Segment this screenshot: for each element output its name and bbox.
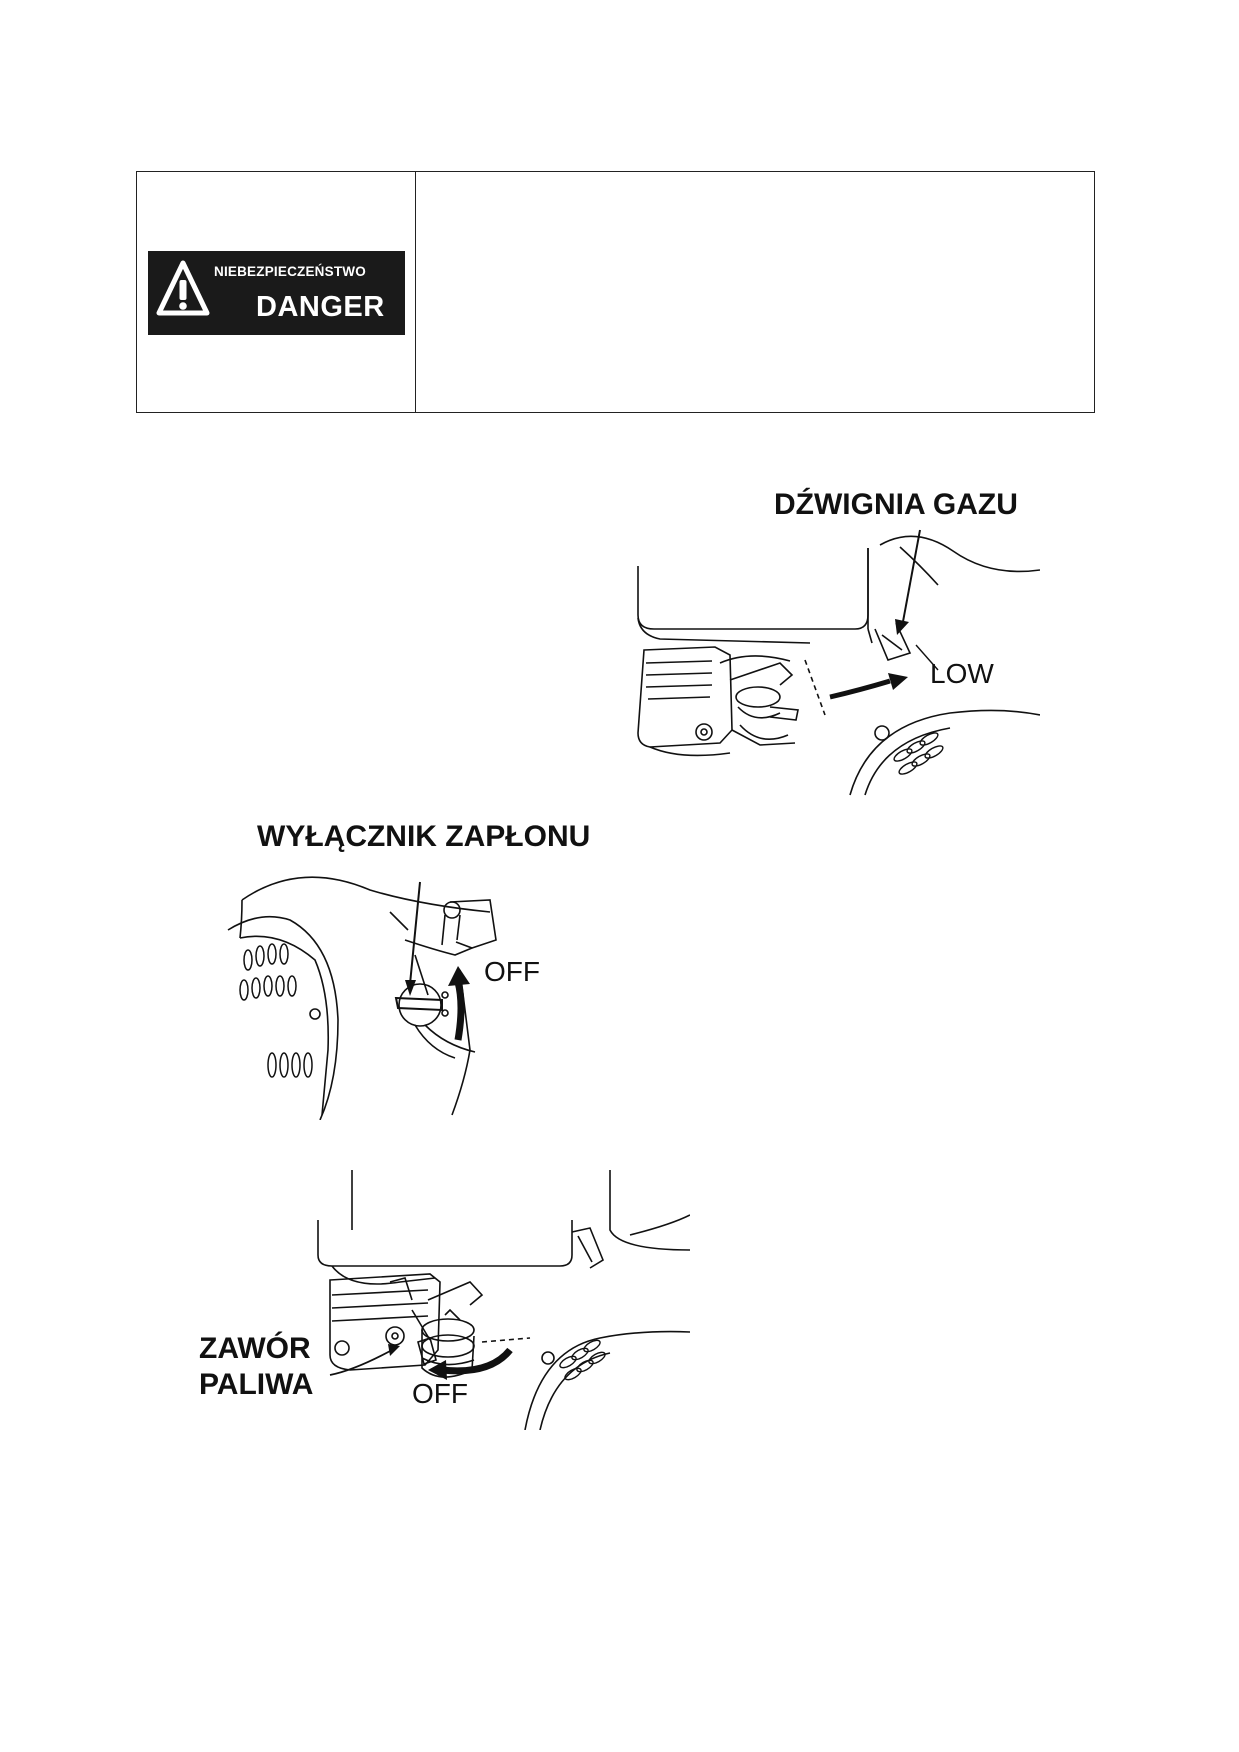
ignition-switch-title: WYŁĄCZNIK ZAPŁONU [257, 820, 591, 853]
warning-triangle-icon [156, 260, 210, 316]
ignition-switch-illustration [227, 876, 497, 1120]
ignition-switch-figure: WYŁĄCZNIK ZAPŁONU [220, 820, 640, 1120]
danger-label-english: DANGER [256, 291, 385, 323]
throttle-lever-illustration [637, 529, 1040, 796]
fuel-valve-off-label: OFF [412, 1378, 468, 1409]
danger-label: NIEBEZPIECZEŃSTWO DANGER [148, 251, 405, 335]
danger-text-cell [416, 172, 1094, 412]
fuel-valve-illustration [317, 1170, 690, 1430]
ignition-off-label: OFF [484, 956, 540, 987]
danger-label-cell: NIEBEZPIECZEŃSTWO DANGER [137, 172, 416, 412]
fuel-valve-title-line2: PALIWA [199, 1368, 314, 1401]
danger-label-polish: NIEBEZPIECZEŃSTWO [214, 264, 366, 279]
throttle-lever-figure: DŹWIGNIA GAZU [620, 485, 1040, 800]
throttle-low-label: LOW [930, 658, 994, 689]
danger-table: NIEBEZPIECZEŃSTWO DANGER [136, 171, 1095, 413]
throttle-lever-title: DŹWIGNIA GAZU [774, 488, 1018, 521]
fuel-valve-title-line1: ZAWÓR [199, 1332, 311, 1365]
fuel-valve-figure: ZAWÓR PALIWA [190, 1170, 690, 1430]
